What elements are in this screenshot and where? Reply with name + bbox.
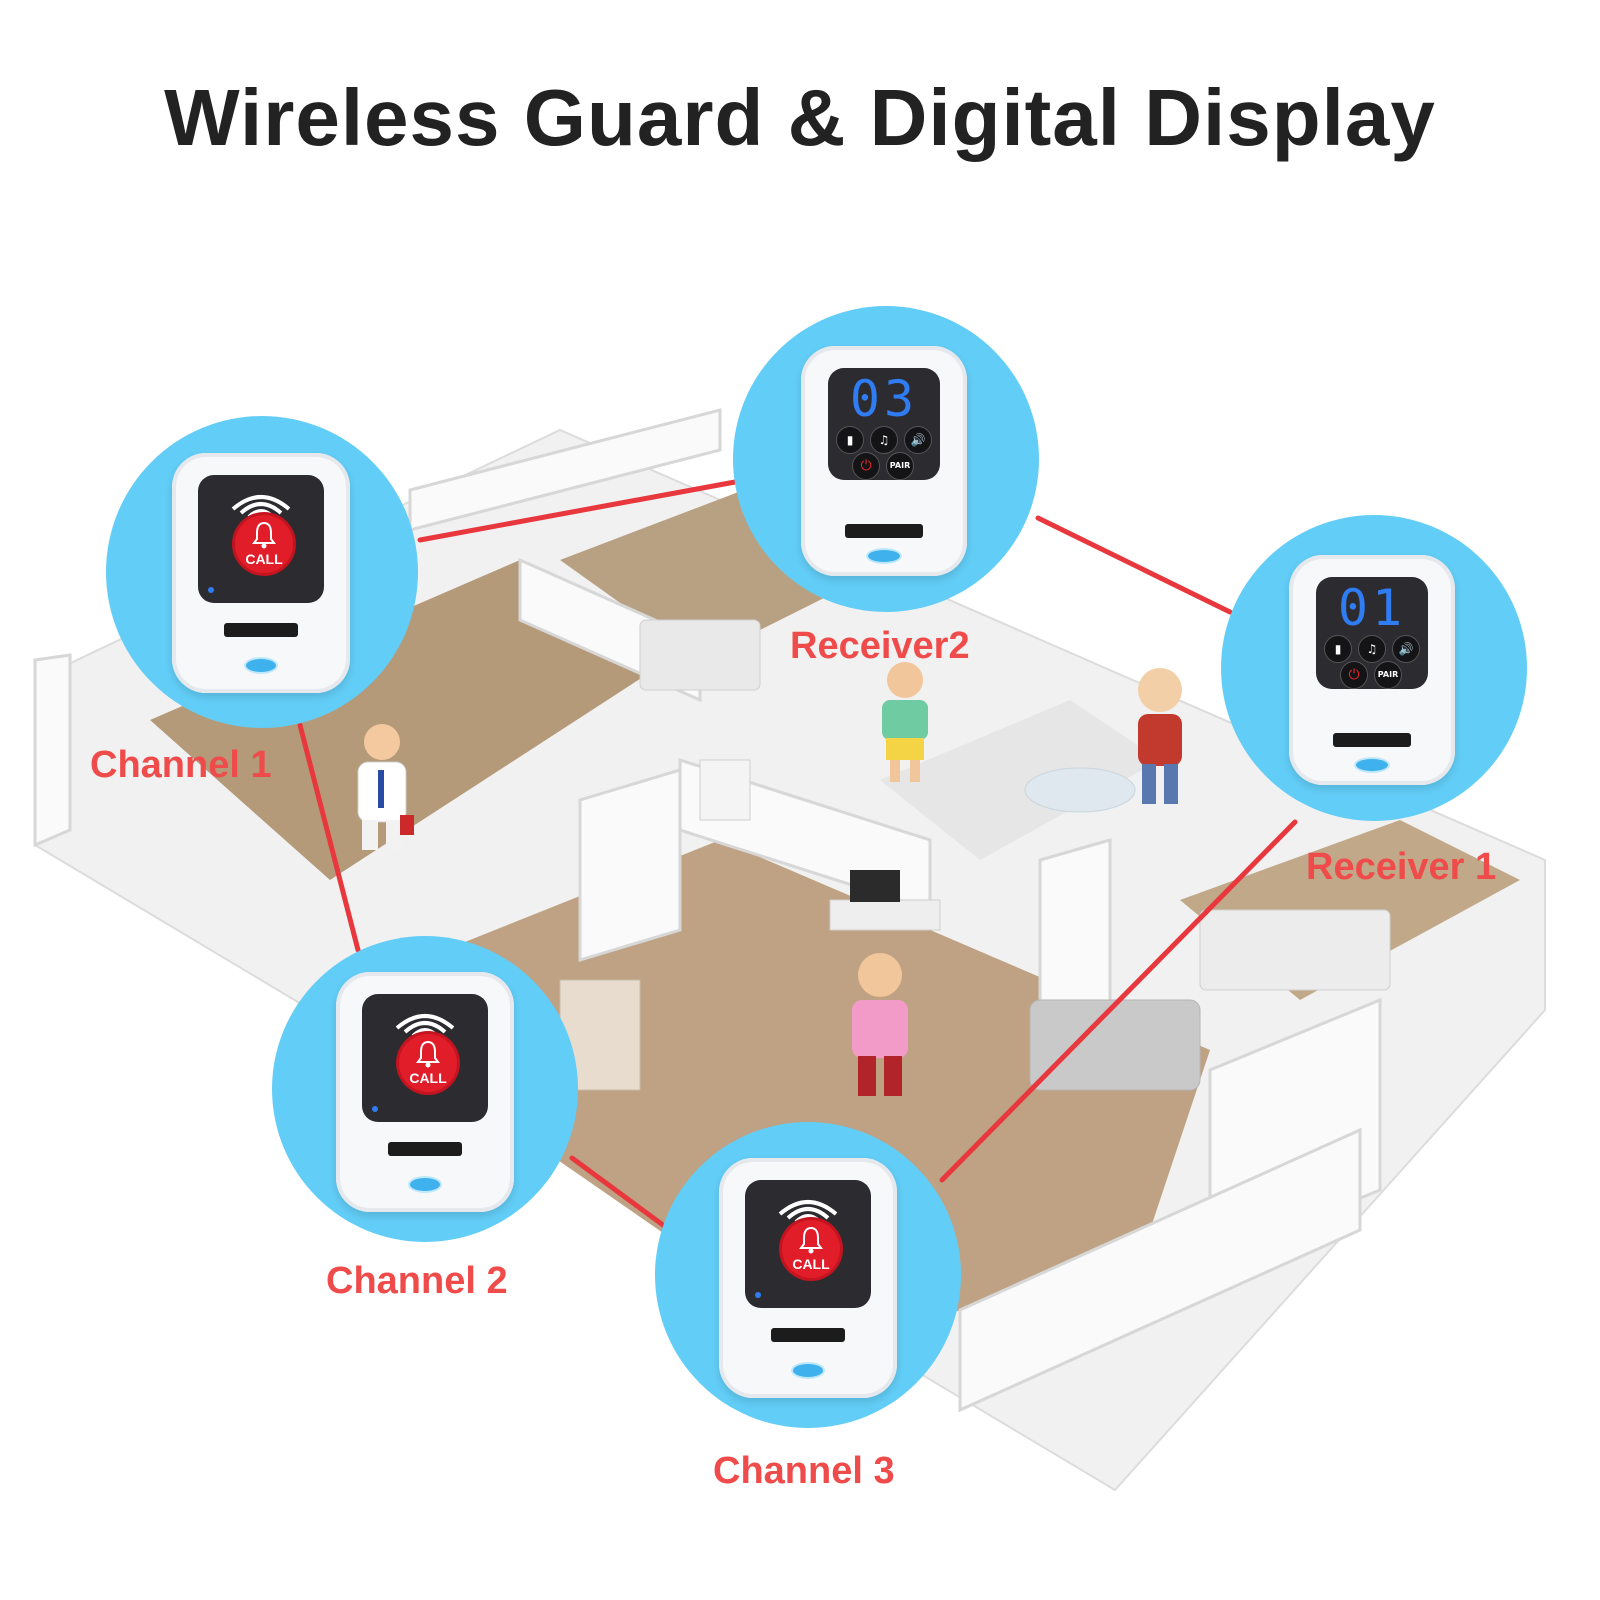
wall-front-right [958, 1127, 1362, 1413]
tv [850, 870, 900, 902]
pair-led-button [410, 1178, 440, 1191]
link-line-ch2-ch3 [569, 1155, 670, 1231]
receiver-display-panel: 03 ▮ ♫ 🔊 ⏻ PAIR [828, 368, 940, 480]
person-woman [1138, 668, 1182, 804]
signal-waves-icon [395, 1014, 455, 1036]
call-button-device: CALL [172, 453, 350, 693]
status-led [372, 1106, 378, 1112]
call-label: CALL [245, 551, 283, 567]
signal-waves-icon [778, 1200, 838, 1222]
receiver-1-label: Receiver 1 [1306, 846, 1497, 888]
card-slot [771, 1328, 845, 1342]
link-line-ch3-rx1 [939, 819, 1298, 1183]
channel-1-label: Channel 1 [90, 744, 272, 786]
signal-waves-icon [231, 495, 291, 517]
bell-icon [799, 1226, 823, 1254]
device-panel: CALL [745, 1180, 871, 1308]
call-button[interactable]: CALL [782, 1220, 840, 1278]
bathtub [1024, 767, 1136, 813]
channel-3-label: Channel 3 [713, 1450, 895, 1492]
receiver-display-panel: 01 ▮ ♫ 🔊 ⏻ PAIR [1316, 577, 1428, 689]
device-panel: CALL [362, 994, 488, 1122]
bed-top [639, 619, 761, 691]
channel-1-bubble: CALL [106, 416, 418, 728]
status-led [208, 587, 214, 593]
card-slot [388, 1142, 462, 1156]
card-slot [224, 623, 298, 637]
call-button-device: CALL [336, 972, 514, 1212]
speaker-icon[interactable]: 🔊 [1392, 635, 1420, 663]
vibrate-icon[interactable]: ▮ [1324, 635, 1352, 663]
indicator-led [868, 550, 900, 562]
link-line-ch1-rx2 [417, 479, 738, 543]
channel-2-label: Channel 2 [326, 1260, 508, 1302]
device-panel: CALL [198, 475, 324, 603]
call-button[interactable]: CALL [399, 1034, 457, 1092]
receiver-1-bubble: 01 ▮ ♫ 🔊 ⏻ PAIR [1221, 515, 1527, 821]
link-line-rx2-rx1 [1035, 515, 1233, 615]
indicator-led [1356, 759, 1388, 771]
wall-back [408, 408, 722, 532]
floor-living-area [420, 840, 1210, 1320]
person-businessman [357, 724, 414, 850]
receiver-device: 03 ▮ ♫ 🔊 ⏻ PAIR [801, 346, 967, 576]
pair-button[interactable]: PAIR [886, 452, 914, 480]
channel-2-bubble: CALL [272, 936, 578, 1242]
vibrate-icon[interactable]: ▮ [836, 426, 864, 454]
bell-icon [416, 1040, 440, 1068]
receiver-2-bubble: 03 ▮ ♫ 🔊 ⏻ PAIR [733, 306, 1039, 612]
power-icon[interactable]: ⏻ [852, 452, 880, 480]
music-note-icon[interactable]: ♫ [870, 426, 898, 454]
washing-machine [699, 759, 751, 821]
sofa [1029, 999, 1201, 1091]
call-button-device: CALL [719, 1158, 897, 1398]
power-icon[interactable]: ⏻ [1340, 661, 1368, 689]
receiver-device: 01 ▮ ♫ 🔊 ⏻ PAIR [1289, 555, 1455, 785]
bed-right [1199, 909, 1391, 991]
card-slot [1333, 733, 1411, 747]
music-note-icon[interactable]: ♫ [1358, 635, 1386, 663]
page-title: Wireless Guard & Digital Display [164, 73, 1436, 162]
person-man-green-shirt [882, 662, 928, 782]
call-label: CALL [792, 1256, 830, 1272]
link-line-ch1-ch2 [297, 722, 361, 953]
bell-icon [252, 521, 276, 549]
floor-bathroom [880, 700, 1160, 860]
pair-button[interactable]: PAIR [1374, 661, 1402, 689]
display-number: 03 [849, 370, 919, 428]
display-number: 01 [1337, 579, 1407, 637]
status-led [755, 1292, 761, 1298]
receiver-2-label: Receiver2 [790, 625, 970, 667]
person-man-pink-shirt [852, 953, 908, 1096]
pair-led-button [793, 1364, 823, 1377]
pair-led-button [246, 659, 276, 672]
speaker-icon[interactable]: 🔊 [904, 426, 932, 454]
card-slot [845, 524, 923, 538]
channel-3-bubble: CALL [655, 1122, 961, 1428]
wall-outer-left [33, 653, 72, 848]
wall-partition-b [578, 767, 682, 963]
call-label: CALL [409, 1070, 447, 1086]
tv-stand [829, 899, 941, 931]
call-button[interactable]: CALL [235, 515, 293, 573]
